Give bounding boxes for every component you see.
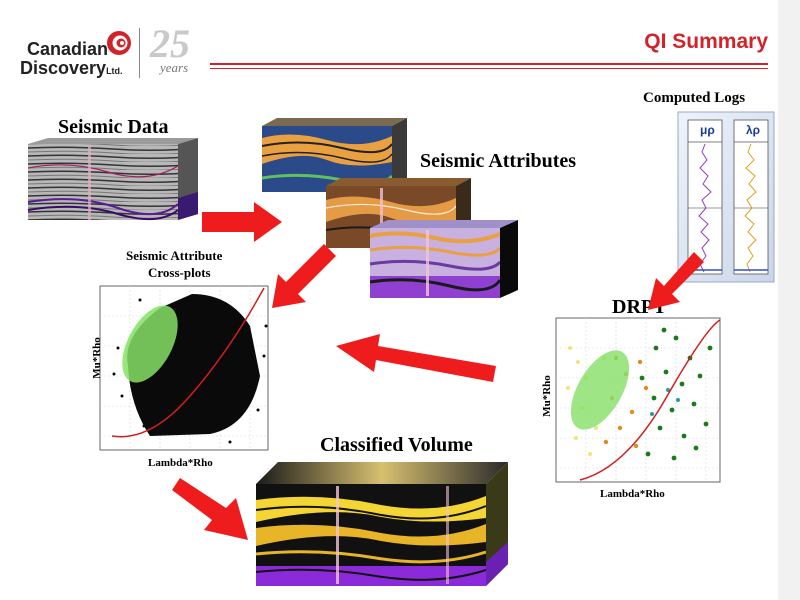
logo-line-2: Discovery <box>20 58 107 78</box>
arrow-seismic-to-attributes <box>202 202 282 242</box>
crossplot-title-line-2: Cross-plots <box>148 265 211 280</box>
anniversary-number: 25 <box>150 21 190 66</box>
page-title: QI Summary <box>644 30 768 53</box>
crossplot-x-axis-label: Lambda*Rho <box>148 457 213 469</box>
drpt-x-axis-label: Lambda*Rho <box>600 488 665 500</box>
classified-volume-cube <box>255 462 508 586</box>
seismic-data-label: Seismic Data <box>58 116 169 138</box>
arrow-crossplot-to-classified <box>172 478 248 540</box>
header-rule-top <box>210 63 768 65</box>
arrow-attributes-to-crossplot <box>272 244 336 308</box>
logo-divider <box>139 28 140 78</box>
log-track-2-label: λρ <box>746 123 761 137</box>
crossplot-y-axis-label: Mu*Rho <box>91 337 103 379</box>
log-track-1-label: μρ <box>700 123 715 137</box>
logo-ltd: Ltd. <box>106 66 123 76</box>
arrow-drpt-to-crossplot <box>336 334 496 382</box>
seismic-attribute-cube-3 <box>369 220 518 298</box>
classified-volume-label: Classified Volume <box>320 434 473 456</box>
drpt-y-axis-label: Mu*Rho <box>541 375 553 417</box>
logo-swirl-icon <box>107 31 131 55</box>
logo-line-1: Canadian <box>26 39 108 59</box>
computed-logs-label: Computed Logs <box>643 90 746 106</box>
seismic-data-cube <box>27 138 198 221</box>
seismic-attributes-label: Seismic Attributes <box>420 150 577 172</box>
crossplot-title-line-1: Seismic Attribute <box>126 248 223 263</box>
attribute-crossplot <box>99 285 269 451</box>
anniversary-word: years <box>160 60 189 75</box>
header-rule-bottom <box>210 68 768 69</box>
drpt-crossplot <box>555 317 721 483</box>
right-edge-bar <box>778 0 800 600</box>
arrow-logs-to-drpt <box>648 252 704 310</box>
